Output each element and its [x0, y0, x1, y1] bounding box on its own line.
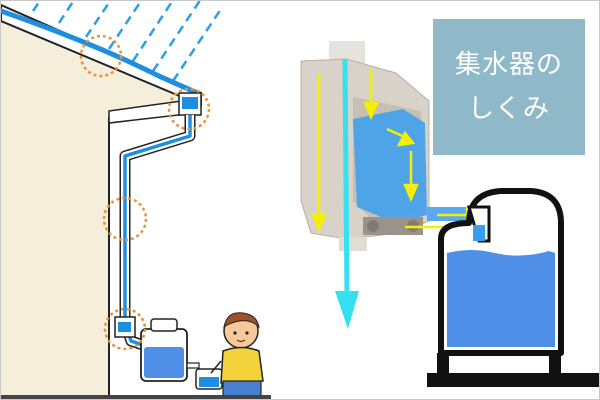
ground-line: [1, 395, 271, 399]
title-line-2: しくみ: [467, 94, 551, 124]
tank-water: [447, 250, 555, 347]
tank-inlet-water: [473, 225, 485, 241]
lower-pipe-stub: [339, 237, 367, 251]
collector-circle: [103, 307, 147, 351]
highlight-circles: [79, 34, 211, 351]
title-line-1: 集水器の: [454, 50, 563, 80]
collector-water: [118, 322, 131, 332]
collector-chamber-water: [353, 109, 427, 223]
rain-lines: [31, 1, 225, 82]
fitting-bolt-left: [367, 220, 379, 232]
cyan-down-arrow: [335, 58, 359, 329]
stand-leg-right: [549, 353, 561, 373]
house-wall: [1, 16, 196, 399]
child-figure: [210, 312, 264, 398]
rain-tank-water: [144, 347, 184, 378]
downpipe-circle: [102, 196, 148, 242]
collector-cross-section: [300, 41, 487, 329]
roof-edge-circle: [79, 34, 123, 78]
tank-diagram: [427, 188, 599, 387]
stand-base: [427, 373, 599, 387]
gutter-water: [182, 97, 198, 109]
watering-can-water: [199, 377, 219, 387]
roof-water: [1, 8, 200, 96]
rain-tank-lid: [150, 318, 178, 332]
title-box: 集水器の しくみ: [433, 19, 585, 155]
collector-fitting: [363, 217, 423, 235]
tank-tap: [186, 362, 200, 369]
gutter-inlet-circle: [167, 87, 211, 131]
stand-leg-left: [437, 353, 449, 373]
